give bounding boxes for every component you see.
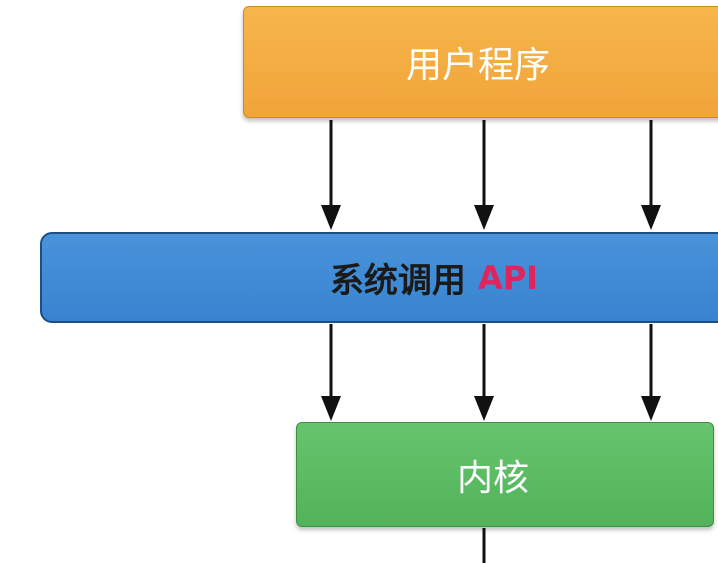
user-program-box: 用户程序 [243, 6, 718, 118]
syscall-api-box: 系统调用 API [40, 232, 718, 323]
api-label: API [477, 258, 539, 297]
arrowhead-user-to-api-1 [321, 205, 341, 230]
arrowhead-user-to-api-2 [474, 205, 494, 230]
user-program-label: 用户程序 [405, 45, 550, 86]
arrowhead-user-to-api-3 [641, 205, 661, 230]
arrowhead-api-to-kernel-1 [321, 396, 341, 421]
kernel-box: 内核 [296, 422, 714, 527]
syscall-label: 系统调用 [329, 261, 466, 301]
arrowhead-api-to-kernel-2 [474, 396, 494, 421]
arrowhead-api-to-kernel-3 [641, 396, 661, 421]
kernel-label: 内核 [456, 457, 529, 499]
